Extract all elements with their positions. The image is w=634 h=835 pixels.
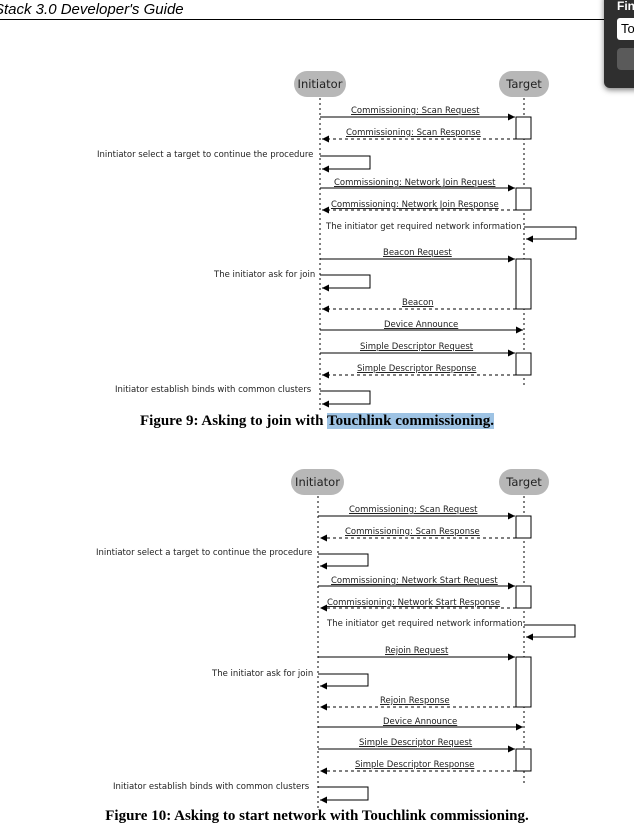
message-label: Rejoin Response xyxy=(380,696,450,706)
activation-box xyxy=(515,515,532,539)
figure-9-caption: Figure 9: Asking to join with Touchlink … xyxy=(0,413,634,430)
sequence-diagram-figure-9: Initiator Target Commissioning: Scan Req… xyxy=(0,68,634,428)
message-label: Inintiator select a target to continue t… xyxy=(97,150,314,160)
initiator-participant: Initiator xyxy=(291,469,344,495)
self-message-arrow xyxy=(320,155,371,173)
self-message-arrow xyxy=(318,553,369,570)
find-panel: Fin To xyxy=(604,0,634,88)
message-label: Initiator establish binds with common cl… xyxy=(113,782,310,792)
activation-box xyxy=(515,656,532,708)
self-message-arrow xyxy=(318,786,369,804)
diagram-lines xyxy=(317,496,576,811)
message-label: Commissioning: Network Join Request xyxy=(334,178,496,188)
target-participant: Target xyxy=(499,71,549,97)
message-label: Beacon Request xyxy=(383,248,452,258)
message-label: Commissioning: Scan Response xyxy=(346,128,481,138)
caption-text: Figure 9: Asking to join with xyxy=(140,413,327,429)
find-input[interactable]: To xyxy=(617,18,634,40)
message-label: Commissioning: Network Start Response xyxy=(327,598,501,608)
activation-box xyxy=(515,116,532,140)
header-rule xyxy=(0,19,606,20)
activation-box xyxy=(515,352,532,376)
message-label: Simple Descriptor Request xyxy=(360,342,474,352)
message-label: Beacon xyxy=(402,298,434,308)
figure-10-caption: Figure 10: Asking to start network with … xyxy=(105,808,529,824)
activation-box xyxy=(515,748,532,772)
target-participant: Target xyxy=(499,469,549,495)
activation-box xyxy=(515,585,532,609)
self-message-arrow xyxy=(524,226,577,243)
message-label: Device Announce xyxy=(384,320,459,330)
message-label: Commissioning: Scan Response xyxy=(345,527,480,537)
message-label: Simple Descriptor Request xyxy=(359,738,473,748)
activation-box xyxy=(515,258,532,310)
diagram-lines xyxy=(319,98,577,413)
message-label: The initiator get required network infor… xyxy=(326,222,522,232)
find-panel-title: Fin xyxy=(617,0,634,13)
sequence-diagram-figure-10: Initiator Target Commissioning: Scan Req… xyxy=(0,466,634,826)
self-message-arrow xyxy=(320,390,371,408)
self-message-arrow xyxy=(320,274,371,292)
message-label: Simple Descriptor Response xyxy=(357,364,477,374)
message-label: Inintiator select a target to continue t… xyxy=(96,548,313,558)
message-label: The initiator get required network infor… xyxy=(327,619,523,629)
message-label: Rejoin Request xyxy=(385,646,449,656)
find-next-button[interactable] xyxy=(617,48,634,70)
message-label: The initiator ask for join xyxy=(212,669,314,679)
self-message-arrow xyxy=(524,624,576,641)
page-header: Stack 3.0 Developer's Guide xyxy=(0,1,184,18)
message-label: Commissioning: Scan Request xyxy=(349,505,478,515)
activation-box xyxy=(515,187,532,211)
initiator-participant: Initiator xyxy=(294,71,346,97)
message-label: Simple Descriptor Response xyxy=(355,760,475,770)
message-label: Commissioning: Network Join Response xyxy=(331,200,499,210)
message-label: The initiator ask for join xyxy=(214,270,316,280)
message-label: Device Announce xyxy=(383,717,458,727)
search-highlight: Touchlink commissioning. xyxy=(326,413,494,429)
message-label: Commissioning: Scan Request xyxy=(351,106,480,116)
self-message-arrow xyxy=(318,673,369,690)
message-label: Commissioning: Network Start Request xyxy=(331,576,498,586)
message-label: Initiator establish binds with common cl… xyxy=(115,385,312,395)
